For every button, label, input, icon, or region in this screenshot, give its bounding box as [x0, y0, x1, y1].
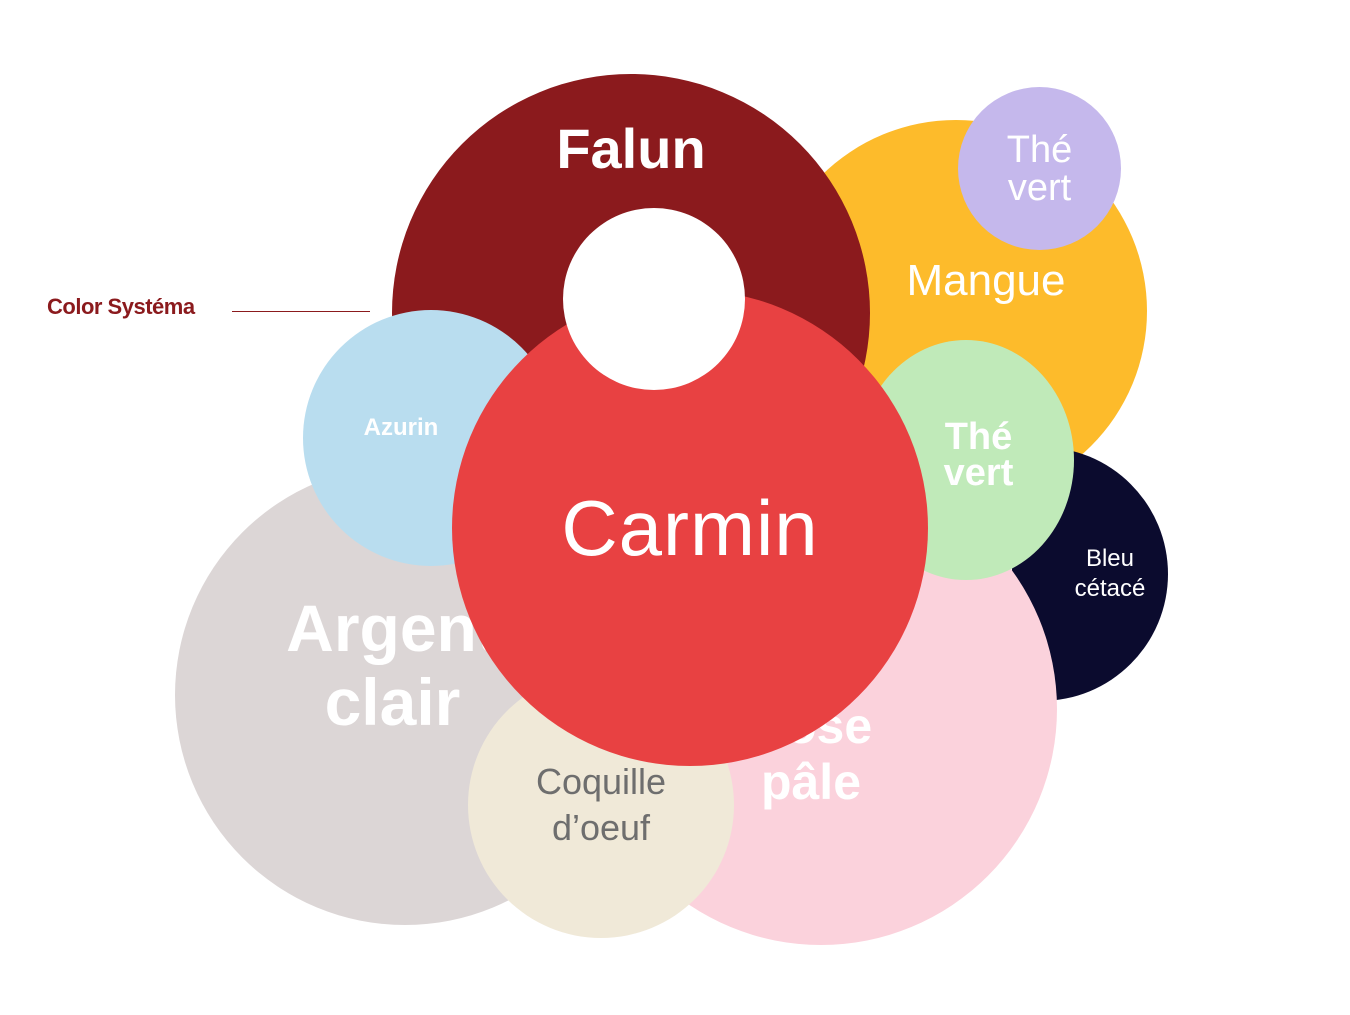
circle-label-bleu-cetace: Bleu cétacé — [1074, 545, 1146, 602]
circle-label-the-vert-lavender: Thé vert — [1006, 128, 1073, 209]
circle-label-mangue: Mangue — [906, 256, 1066, 305]
circle-label-carmin: Carmin — [561, 483, 819, 572]
circle-label-azurin: Azurin — [363, 414, 439, 441]
circle-the-vert-lavender: Thé vert — [958, 87, 1121, 250]
circle-white-center — [563, 208, 745, 390]
circle-label-the-vert-green: Thé vert — [943, 416, 1014, 494]
legend-title: Color Systéma — [47, 294, 195, 319]
circle-label-falun: Falun — [556, 117, 706, 180]
legend-connector-line — [232, 311, 370, 312]
circle-label-coquille-doeuf: Coquille d’oeuf — [535, 761, 667, 848]
